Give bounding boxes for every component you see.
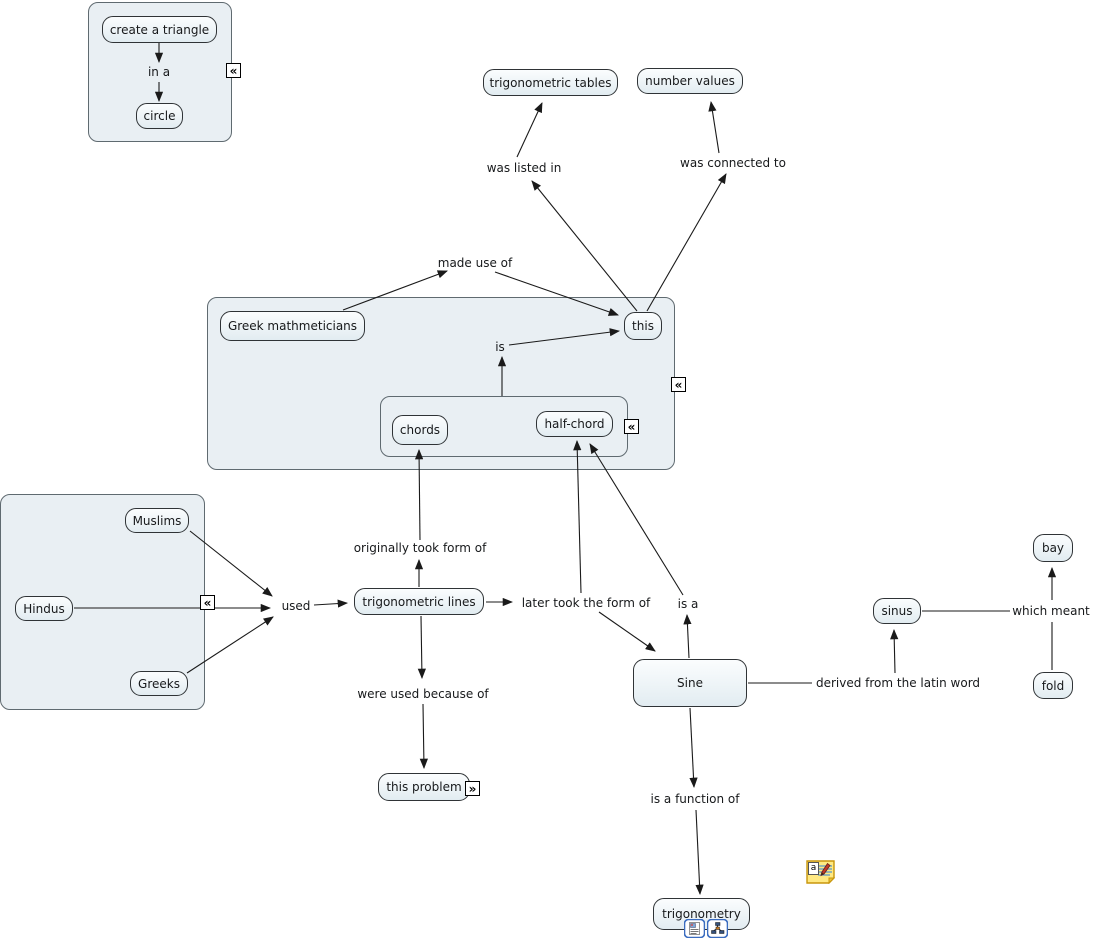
edge-was-listed-in-to-trigonometric-tables xyxy=(516,102,543,158)
expand-icon[interactable]: » xyxy=(465,781,480,796)
linking-phrase-is[interactable]: is xyxy=(495,340,505,354)
linking-phrase-made-use-of[interactable]: made use of xyxy=(437,256,513,270)
linking-phrase-was-listed-in[interactable]: was listed in xyxy=(486,161,562,175)
linking-phrase-was-connected-to[interactable]: was connected to xyxy=(680,156,786,170)
edge-were-used-because-of-to-this-problem xyxy=(419,703,428,770)
edge-greeks-to-used xyxy=(186,616,274,674)
edge-originally-took-form-of-to-chords xyxy=(414,448,424,541)
edge-later-took-the-form-of-to-half-chord xyxy=(573,439,582,594)
edge-was-connected-to-to-number-values xyxy=(708,100,720,154)
collapse-icon[interactable]: « xyxy=(671,377,686,392)
linking-phrase-later-took-the-form-of[interactable]: later took the form of xyxy=(521,596,651,610)
node-number-values[interactable]: number values xyxy=(637,68,743,94)
edge-later-took-the-form-of-to-sine xyxy=(598,611,656,652)
node-half-chord[interactable]: half-chord xyxy=(536,411,613,437)
linking-phrase-originally-took-form-of[interactable]: originally took form of xyxy=(353,541,487,555)
linking-phrase-is-a[interactable]: is a xyxy=(677,597,699,611)
annotation-letter: a xyxy=(808,862,819,875)
node-this[interactable]: this xyxy=(624,312,662,340)
document-resource-icon[interactable] xyxy=(684,919,705,938)
node-create-a-triangle[interactable]: create a triangle xyxy=(102,16,217,43)
node-greeks[interactable]: Greeks xyxy=(130,671,188,696)
linking-phrase-used[interactable]: used xyxy=(281,599,311,613)
edge-made-use-of-to-this xyxy=(494,271,619,316)
collapse-icon[interactable]: « xyxy=(624,419,639,434)
edge-greek-mathmeticians-to-made-use-of xyxy=(342,270,448,311)
linking-phrase-derived-from-the-latin-word[interactable]: derived from the latin word xyxy=(815,676,981,690)
node-hindus[interactable]: Hindus xyxy=(15,596,73,621)
node-sine[interactable]: Sine xyxy=(633,659,747,707)
collapse-icon[interactable]: « xyxy=(200,595,215,610)
node-trigonometric-tables[interactable]: trigonometric tables xyxy=(483,69,618,96)
cmap-resource-icon[interactable] xyxy=(707,919,728,938)
edge-derived-from-the-latin-word-to-sinus xyxy=(890,628,899,674)
edge-is-to-this xyxy=(508,328,621,346)
node-circle[interactable]: circle xyxy=(136,103,183,129)
node-sinus[interactable]: sinus xyxy=(873,598,921,624)
node-greek-mathmeticians[interactable]: Greek mathmeticians xyxy=(220,311,365,341)
linking-phrase-is-a-function-of[interactable]: is a function of xyxy=(650,792,740,806)
edge-sine-to-is-a xyxy=(683,613,692,659)
node-fold[interactable]: fold xyxy=(1033,672,1073,699)
edge-is-a-function-of-to-trigonometry xyxy=(695,809,704,896)
edge-used-to-trigonometric-lines xyxy=(313,599,349,608)
edge-trigonometric-lines-to-were-used-because-of xyxy=(417,615,426,680)
trigonometry-resource-icons xyxy=(684,919,728,938)
node-muslims[interactable]: Muslims xyxy=(125,508,189,533)
linking-phrase-which-meant[interactable]: which meant xyxy=(1012,604,1090,618)
node-bay[interactable]: bay xyxy=(1033,534,1073,562)
node-trigonometric-lines[interactable]: trigonometric lines xyxy=(354,588,484,615)
edge-this-to-was-listed-in xyxy=(531,180,638,312)
linking-phrase-in-a[interactable]: in a xyxy=(147,65,171,79)
edge-this-to-was-connected-to xyxy=(646,173,727,312)
node-this-problem[interactable]: this problem xyxy=(378,773,470,801)
linking-phrase-were-used-because-of[interactable]: were used because of xyxy=(357,687,489,701)
collapse-icon[interactable]: « xyxy=(226,63,241,78)
node-chords[interactable]: chords xyxy=(392,415,448,445)
edge-muslims-to-used xyxy=(189,530,273,597)
edge-sine-to-is-a-function-of xyxy=(689,707,698,789)
edge-is-a-to-half-chord xyxy=(589,443,684,596)
